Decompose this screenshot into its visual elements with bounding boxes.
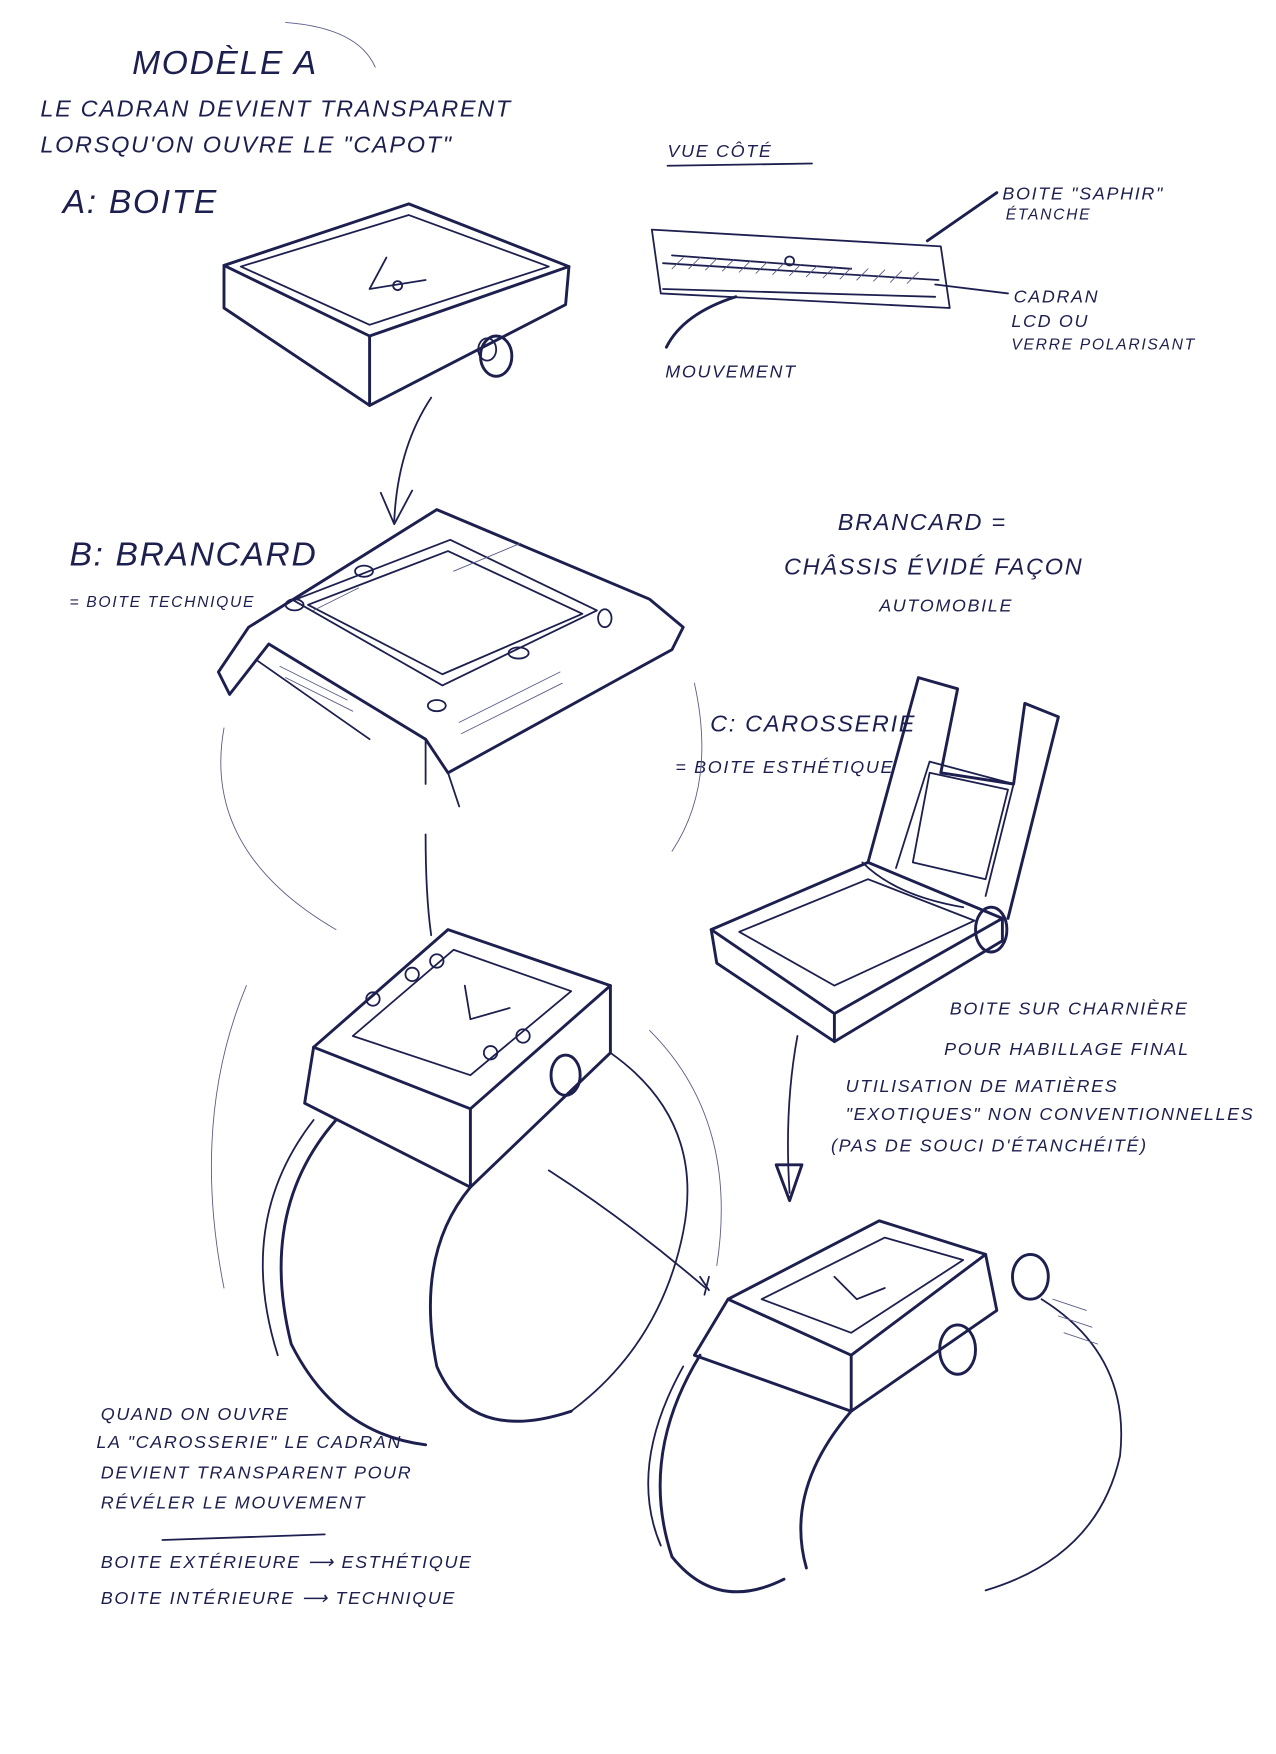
- case-sub-label: ÉTANCHE: [1006, 205, 1091, 224]
- arrow-c-to-final: [787, 1035, 799, 1194]
- assembled-watch-drawing: [210, 928, 722, 1447]
- final-watch-drawing: [647, 1219, 1123, 1594]
- summary-interior: BOITE INTÉRIEURE ⟶ TECHNIQUE: [101, 1588, 456, 1608]
- bottom-note-2: LA "CAROSSERIE" LE CADRAN: [96, 1432, 402, 1452]
- dial-label-3: VERRE POLARISANT: [1011, 336, 1196, 353]
- intro-line-1: LE CADRAN DEVIENT TRANSPARENT: [40, 95, 512, 121]
- hinge-note-2: POUR HABILLAGE FINAL: [944, 1039, 1190, 1059]
- heading-underline: [666, 162, 813, 167]
- case-label: BOITE "SAPHIR": [1002, 183, 1164, 203]
- summary-exterior: BOITE EXTÉRIEURE ⟶ ESTHÉTIQUE: [101, 1552, 473, 1572]
- hinge-note-3: UTILISATION DE MATIÈRES: [846, 1076, 1119, 1096]
- arrow-head-icon: [774, 1163, 804, 1203]
- brancard-note-2: CHÂSSIS ÉVIDÉ FAÇON: [784, 554, 1083, 580]
- brancard-note-1: BRANCARD =: [838, 509, 1007, 535]
- brancard-b-drawing: [216, 508, 703, 931]
- side-view-heading: VUE CÔTÉ: [668, 140, 773, 161]
- dial-label-1: CADRAN: [1014, 286, 1100, 306]
- section-a-label: A: BOITE: [61, 184, 218, 221]
- hinge-note-1: BOITE SUR CHARNIÈRE: [950, 999, 1189, 1019]
- title: MODÈLE A: [132, 45, 318, 82]
- title-arc: [285, 21, 376, 68]
- case-a-drawing: [222, 202, 571, 407]
- arrow-head-icon: [379, 489, 414, 526]
- movement-label: MOUVEMENT: [665, 361, 797, 381]
- side-view-drawing: [650, 191, 1009, 349]
- section-b-sub: = BOITE TECHNIQUE: [69, 594, 255, 611]
- section-c-label: C: CAROSSERIE: [710, 710, 916, 736]
- bottom-note-1: QUAND ON OUVRE: [101, 1404, 290, 1424]
- dial-label-2: LCD OU: [1011, 311, 1089, 331]
- arrow-to-final: [547, 1169, 707, 1289]
- brancard-note-3: AUTOMOBILE: [878, 596, 1013, 616]
- hinge-note-5: (PAS DE SOUCI D'ÉTANCHÉITÉ): [831, 1135, 1148, 1155]
- arrow-b-to-assembly: [424, 833, 433, 937]
- intro-line-2: LORSQU'ON OUVRE LE "CAPOT": [40, 131, 452, 157]
- section-b-label: B: BRANCARD: [69, 537, 317, 574]
- arrow-a-to-b: [393, 396, 433, 522]
- separator-line: [161, 1533, 326, 1541]
- carosserie-c-drawing: [709, 676, 1060, 1044]
- bottom-note-3: DEVIENT TRANSPARENT POUR: [101, 1462, 413, 1482]
- section-c-sub: = BOITE ESTHÉTIQUE: [675, 757, 894, 777]
- bottom-note-4: RÉVÉLER LE MOUVEMENT: [101, 1493, 366, 1513]
- hinge-note-4: "EXOTIQUES" NON CONVENTIONNELLES: [846, 1104, 1255, 1124]
